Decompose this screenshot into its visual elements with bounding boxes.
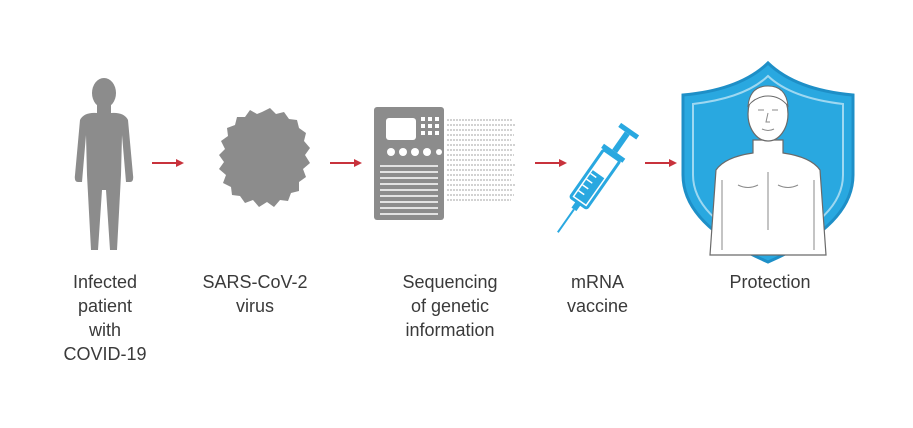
arrow-2 <box>330 159 362 167</box>
human-silhouette-icon <box>74 78 134 250</box>
sequencer-machine-icon <box>374 107 515 220</box>
label-virus: SARS-CoV-2 virus <box>202 272 308 316</box>
label-sequencing: Sequencing of genetic information <box>402 272 498 340</box>
arrow-1 <box>152 159 184 167</box>
arrow-4 <box>645 159 677 167</box>
virus-icon <box>219 108 310 207</box>
label-mrna-vaccine: mRNA vaccine <box>566 272 629 316</box>
syringe-icon <box>557 122 640 233</box>
arrow-3 <box>535 159 567 167</box>
label-protection: Protection <box>729 272 811 292</box>
label-infected-patient: Infected patient with COVID-19 <box>63 272 147 364</box>
shielded-person-icon <box>681 60 855 264</box>
